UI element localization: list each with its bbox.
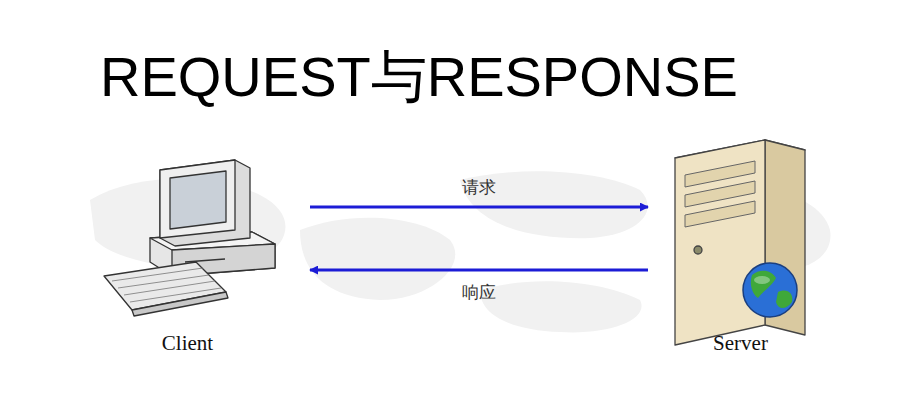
client-computer — [104, 160, 275, 316]
node-label: Client — [100, 331, 275, 356]
edge-label: 响应 — [462, 282, 496, 302]
globe-icon — [743, 263, 797, 317]
request-arrow — [310, 206, 648, 209]
node-label: Server — [648, 331, 833, 356]
server-node: Server — [648, 125, 833, 365]
response-arrow — [310, 269, 648, 272]
diagram-title: REQUEST与RESPONSE — [100, 46, 738, 108]
client-node: Client — [100, 150, 310, 365]
server-tower — [675, 140, 805, 345]
edge-label: 请求 — [462, 177, 496, 197]
